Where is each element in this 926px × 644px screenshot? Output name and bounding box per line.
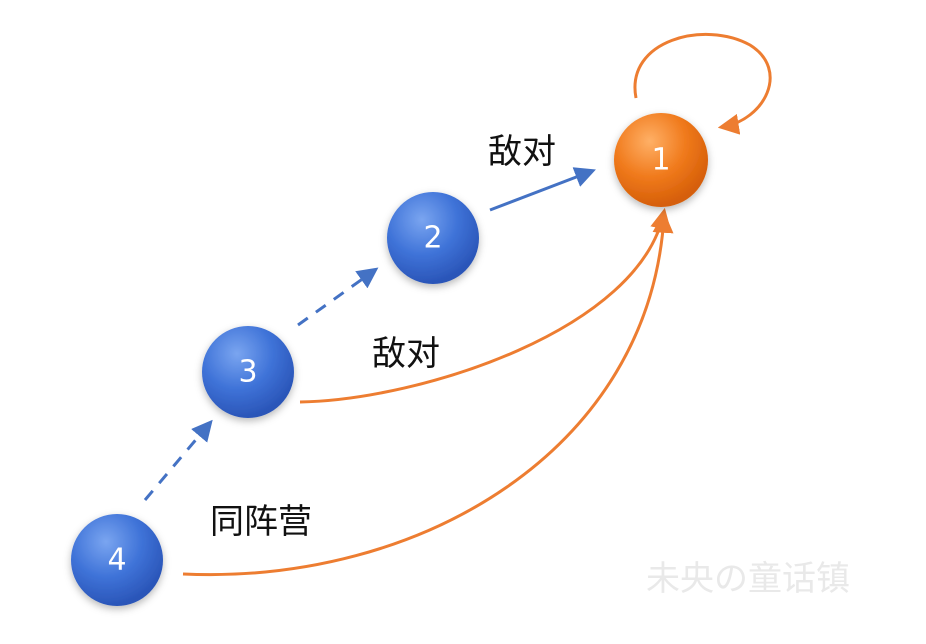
edge-3-to-1 <box>299 207 671 404</box>
watermark-text: 未央の童话镇 <box>646 559 850 599</box>
node-3: 3 <box>202 326 294 418</box>
edge-2-1-label: 敌对 <box>488 132 556 172</box>
node-2: 2 <box>387 192 479 284</box>
edge-3-to-2-dashed <box>297 267 379 327</box>
node-4: 4 <box>71 514 163 606</box>
node-1: 1 <box>614 113 708 207</box>
node-2-label: 2 <box>423 221 442 256</box>
edge-4-to-3-dashed <box>143 419 213 501</box>
edge-self-loop-1 <box>633 32 772 135</box>
node-4-label: 4 <box>107 543 126 578</box>
edge-4-to-1 <box>182 211 674 577</box>
node-3-label: 3 <box>238 355 257 390</box>
edge-3-1-label: 敌对 <box>372 334 440 374</box>
edge-2-to-1 <box>489 167 596 212</box>
node-1-label: 1 <box>651 143 670 178</box>
edge-4-1-label: 同阵营 <box>210 502 312 542</box>
